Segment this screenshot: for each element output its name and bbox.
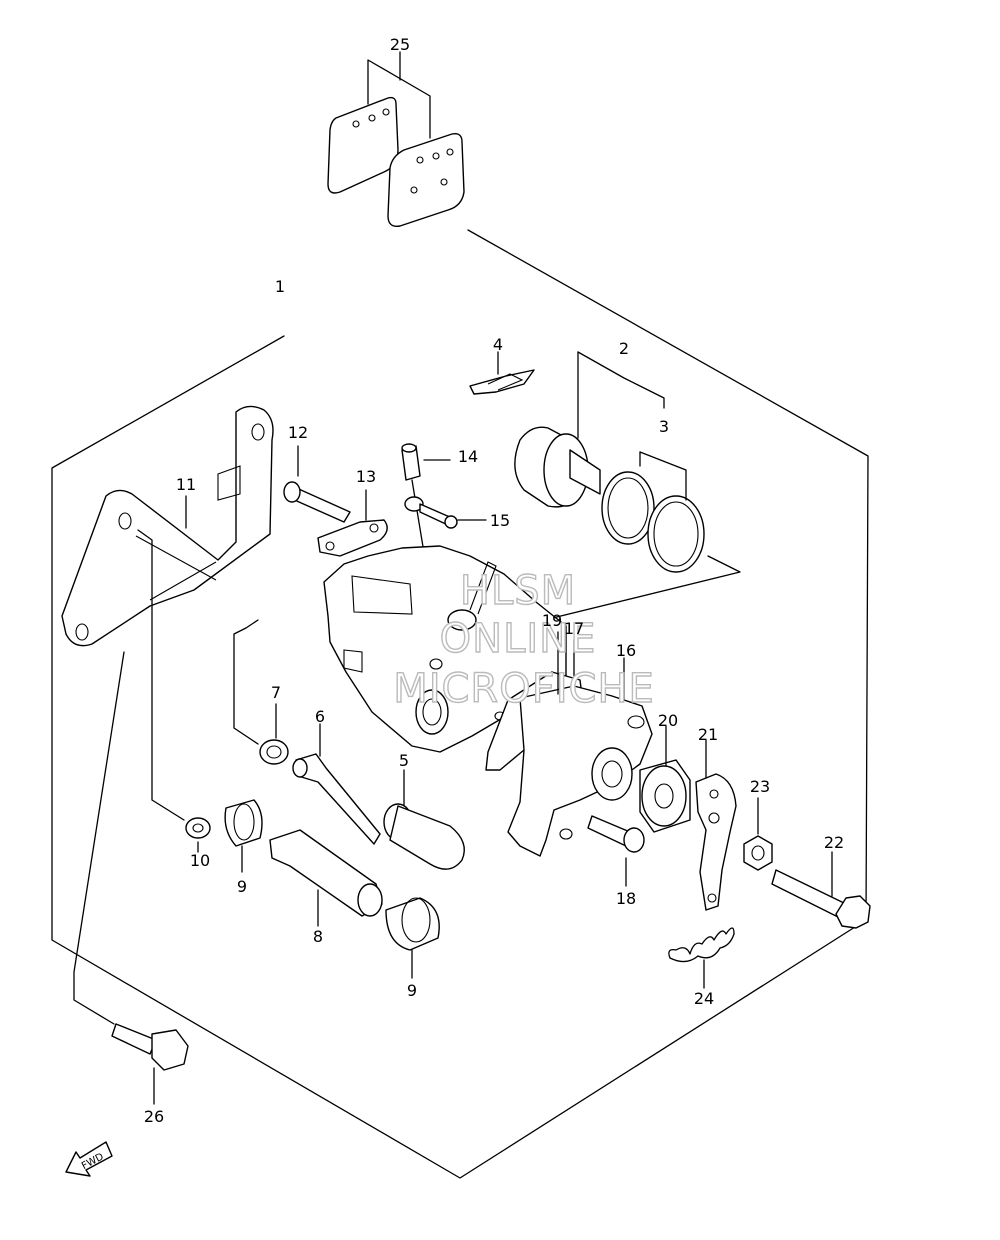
callout-9-upper: 9 [237, 877, 247, 896]
callout-10: 10 [190, 851, 210, 870]
watermark-line-2: ONLINE [440, 616, 597, 662]
parking-brake-housing [507, 685, 653, 857]
callout-11: 11 [176, 475, 196, 494]
bleeder-valve [401, 443, 421, 481]
watermark-line-1: HLSM [460, 568, 576, 614]
callout-14: 14 [458, 447, 478, 466]
callout-18: 18 [616, 889, 636, 908]
callout-26: 26 [144, 1107, 164, 1126]
callout-3: 3 [659, 417, 669, 436]
watermark-line-3: MICROFICHE [393, 666, 655, 712]
pad-pin-bolt [283, 481, 351, 523]
callout-7: 7 [271, 683, 281, 702]
pad-spring-clip [469, 369, 535, 395]
callout-21: 21 [698, 725, 718, 744]
piston [514, 426, 601, 508]
slide-pin-boot-b [385, 897, 440, 951]
callout-5: 5 [399, 751, 409, 770]
callout-17: 17 [564, 619, 584, 638]
fwd-label: FWD [80, 1151, 106, 1172]
callout-23: 23 [750, 777, 770, 796]
slide-pin-short [292, 753, 381, 845]
callout-9-lower: 9 [407, 981, 417, 1000]
callout-22: 22 [824, 833, 844, 852]
callout-12: 12 [288, 423, 308, 442]
callout-20: 20 [658, 711, 678, 730]
parking-brake-lever [695, 773, 737, 911]
pad-retainer-plate [317, 519, 388, 557]
forward-arrow-icon: FWD [65, 1141, 113, 1177]
callout-13: 13 [356, 467, 376, 486]
callout-19: 19 [542, 611, 562, 630]
lever-nut [743, 835, 773, 871]
caliper-mount-bolt-long [771, 869, 871, 929]
callout-2: 2 [619, 339, 629, 358]
slide-pin-boot-long [383, 803, 465, 870]
cam-lever-bolt [587, 815, 645, 853]
assembly-boundary [51, 229, 869, 1179]
callout-15: 15 [490, 511, 510, 530]
callout-4: 4 [493, 335, 503, 354]
brake-pad-set [327, 96, 465, 227]
caliper-bracket [61, 405, 274, 647]
callout-8: 8 [313, 927, 323, 946]
callout-1: 1 [275, 277, 285, 296]
caliper-body [323, 545, 567, 753]
cam-shaft [639, 759, 691, 833]
callout-16: 16 [616, 641, 636, 660]
bracket-bolt [111, 1023, 189, 1071]
pin-washer [259, 739, 289, 765]
bracket-washer [185, 817, 211, 839]
callout-25: 25 [390, 35, 410, 54]
piston-seal [601, 471, 655, 545]
return-spring [668, 927, 735, 963]
dust-seal [647, 495, 705, 573]
bleeder-cap [404, 496, 458, 529]
slide-pin-long [269, 829, 383, 917]
callout-24: 24 [694, 989, 714, 1008]
slide-pin-boot-a [224, 799, 263, 847]
callout-6: 6 [315, 707, 325, 726]
